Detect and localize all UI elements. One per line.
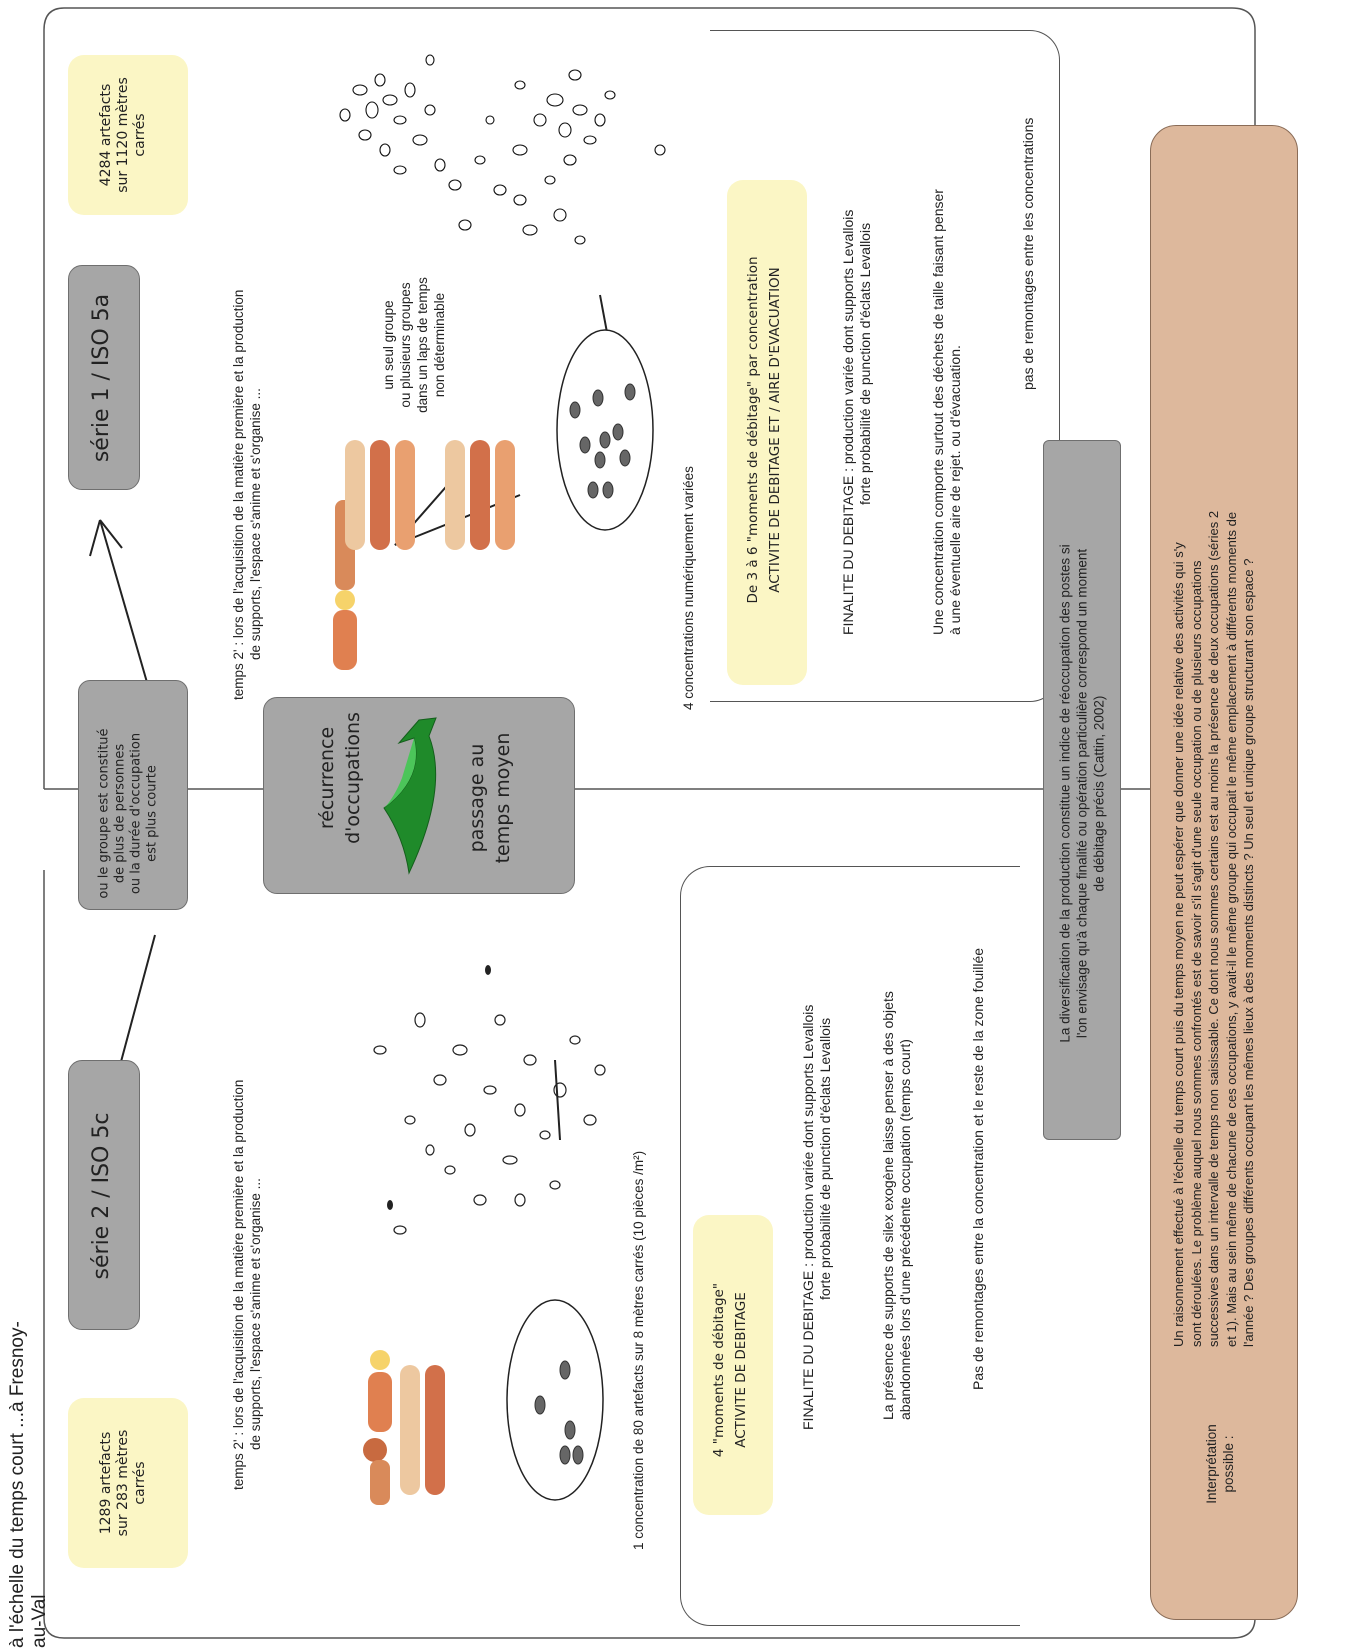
interpretation-line-4: et 1). Mais au sein même de chacune de c… (1223, 511, 1239, 1347)
left-detail-panel (680, 866, 1020, 1626)
right-detail-panel (710, 30, 1060, 702)
interpretation-line-5: l'année ? Des groupes différents occupan… (1241, 558, 1256, 1347)
diversification-line-3: de débitage précis (Cattin, 2002) (1091, 695, 1107, 892)
right-concentration-line-1: Une concentration comporte surtout des d… (930, 189, 946, 635)
right-count-badge: 4284 artefacts sur 1120 mètres carrés (68, 55, 188, 215)
green-curved-arrow-icon (383, 717, 437, 875)
right-finalite-line-1: FINALITE DU DEBITAGE : production variée… (840, 209, 856, 635)
right-series-label: série 1 / ISO 5a (68, 265, 140, 490)
right-concentration-text: Une concentration comporte surtout des d… (930, 115, 970, 635)
diversification-line-2: l'on envisage qu'à chaque finalité ou op… (1074, 548, 1090, 1039)
diversification-box: La diversification de la production cons… (1043, 440, 1121, 1140)
right-moments-title: De 3 à 6 "moments de débitage" par conce… (745, 256, 761, 604)
interpretation-line-2: sont déroulées. Le problème auquel nous … (1188, 560, 1204, 1347)
interpretation-label-1: Interprétation (1204, 1424, 1219, 1504)
interpretation-label-2: possible : (1221, 1435, 1236, 1493)
left-count-badge: 1289 artefacts sur 283 mètres carrés (68, 1398, 188, 1568)
interpretation-line-3: successives dans un intervalle de temps … (1206, 510, 1221, 1347)
right-finalite-line-2: forte probabilité de punction d'éclats L… (857, 222, 873, 505)
left-series-label: série 2 / ISO 5c (68, 1060, 140, 1330)
right-finalite-text: FINALITE DU DEBITAGE : production variée… (840, 115, 880, 635)
right-moments-activity: ACTIVITE DE DEBITAGE ET / AIRE D'EVACUAT… (767, 267, 783, 593)
right-concentration-line-2: à une éventuelle aire de rejet. ou d'éva… (947, 345, 963, 635)
group-note-box: ou le groupe est constitué de plus de pe… (78, 680, 188, 910)
right-remontages-text: pas de remontages entre les concentratio… (1020, 117, 1036, 390)
diversification-line-1: La diversification de la production cons… (1057, 544, 1073, 1043)
right-concentration-caption: 4 concentrations numériquement variées (681, 466, 696, 710)
left-moments-box: 4 "moments de débitage" ACTIVITE DE DEBI… (693, 1215, 773, 1515)
recurrence-box: récurrence d'occupations passage au temp… (263, 697, 575, 894)
interpretation-line-1: Un raisonnement effectué à l'échelle du … (1171, 542, 1186, 1347)
right-moments-box: De 3 à 6 "moments de débitage" par conce… (727, 180, 807, 685)
interpretation-box: Interprétation possible : Un raisonnemen… (1150, 125, 1298, 1620)
